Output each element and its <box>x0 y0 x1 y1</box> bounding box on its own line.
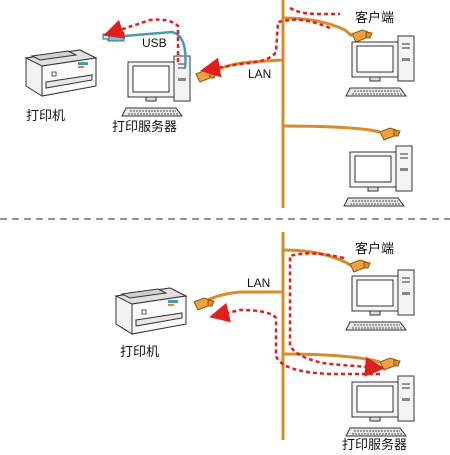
data-flow-server-to-printer <box>103 18 180 62</box>
top-panel: 客户端 USB LAN 打印机 打印服务器 <box>25 0 415 208</box>
lan-plug-icon <box>379 127 401 141</box>
data-flow-client-origin <box>289 6 340 16</box>
computer-icon <box>343 145 413 207</box>
client-label: 客户端 <box>355 10 394 26</box>
client2-lan-cable <box>282 124 381 134</box>
usb-plug-icon <box>102 31 125 42</box>
lan-plug-icon <box>349 259 371 273</box>
data-flow-server-to-printer <box>209 302 380 376</box>
printer-label: 打印机 <box>120 345 159 360</box>
lan-label: LAN <box>247 276 270 290</box>
computer-icon <box>345 375 415 437</box>
printer-icon <box>115 287 187 335</box>
print-server-label: 打印服务器 <box>112 119 177 135</box>
bottom-panel: 客户端 LAN 打印机 打印服务器 <box>115 232 415 453</box>
computer-icon <box>121 55 191 117</box>
printer-lan-cable <box>201 290 283 306</box>
computer-icon <box>345 269 415 331</box>
server-lan-cable <box>282 352 381 364</box>
lan-label: LAN <box>248 67 271 81</box>
usb-label: USB <box>142 36 167 50</box>
client-lan-cable <box>282 16 353 38</box>
lan-plug-icon <box>379 357 401 371</box>
printer-icon <box>25 49 97 97</box>
client-label: 客户端 <box>355 241 394 257</box>
data-flow-client-to-server <box>288 252 385 377</box>
data-flow-client-to-server <box>200 18 331 78</box>
print-server-label: 打印服务器 <box>342 437 407 453</box>
lan-plug-icon <box>351 29 373 43</box>
computer-icon <box>345 35 415 97</box>
usb-cable <box>123 30 187 69</box>
printer-label: 打印机 <box>26 109 65 124</box>
